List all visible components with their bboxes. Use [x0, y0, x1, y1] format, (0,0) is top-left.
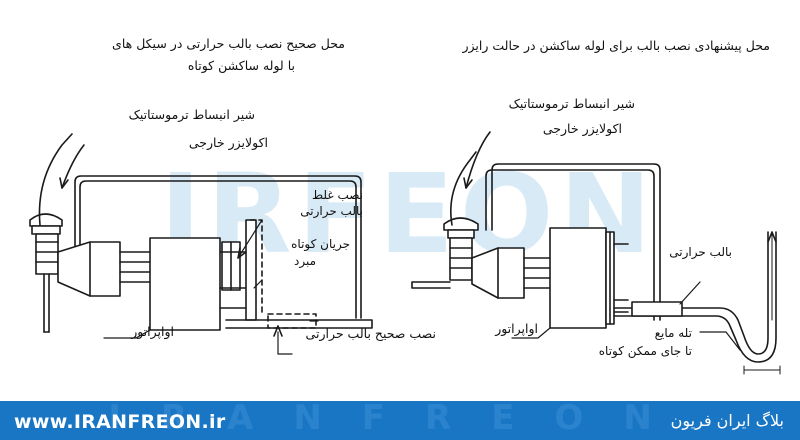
- footer-watermark: IRANFREON: [108, 398, 692, 438]
- right-label-trap-1: تله مایع: [654, 326, 692, 340]
- footer-bar: IRANFREON www.IRANFREON.ir بلاگ ایران فر…: [0, 398, 800, 440]
- right-diagram: [411, 131, 781, 375]
- right-label-bulb: بالب حرارتی: [669, 245, 732, 259]
- left-label-short-flow-1: جریان کوتاه: [291, 237, 350, 251]
- right-bulb: [631, 301, 683, 317]
- left-title-line2: با لوله ساکشن کوتاه: [187, 58, 295, 73]
- footer-blog-title: بلاگ ایران فریون: [670, 411, 784, 430]
- left-label-short-flow-2: مبرد: [293, 254, 316, 268]
- right-title: محل پیشنهادی نصب بالب برای لوله ساکشن در…: [462, 38, 770, 53]
- left-short-flow: [249, 219, 263, 313]
- right-txv: [411, 151, 479, 289]
- left-diagram: [29, 133, 373, 355]
- footer-url-link[interactable]: www.IRANFREON.ir: [14, 411, 226, 433]
- left-suction-line: [225, 319, 373, 329]
- right-label-txv: شیر انبساط ترموستاتیک: [508, 96, 635, 111]
- left-label-equalizer: اکولایزر خارجی: [188, 135, 268, 150]
- left-label-txv: شیر انبساط ترموستاتیک: [128, 107, 255, 122]
- right-label-evaporator: اواپراتور: [495, 321, 538, 336]
- left-txv: [29, 133, 73, 333]
- right-label-trap-2: تا جای ممکن کوتاه: [598, 344, 692, 358]
- left-label-wrong-bulb-2: بالب حرارتی: [300, 204, 363, 218]
- right-label-equalizer: اکولایزر خارجی: [542, 121, 622, 136]
- right-equalizer-line: [491, 163, 661, 321]
- left-label-wrong-bulb-1: نصب غلط: [312, 188, 363, 202]
- left-equalizer-line: [74, 175, 362, 319]
- right-suction-line: [613, 231, 769, 355]
- left-distributor: [57, 241, 121, 297]
- left-label-correct-bulb: نصب صحیح بالب حرارتی: [305, 326, 436, 341]
- left-title-line1: محل صحیح نصب بالب حرارتی در سیکل های: [112, 36, 345, 51]
- right-evaporator: [549, 227, 607, 329]
- left-label-evaporator: اواپراتور: [131, 324, 174, 339]
- left-evaporator: [149, 237, 221, 331]
